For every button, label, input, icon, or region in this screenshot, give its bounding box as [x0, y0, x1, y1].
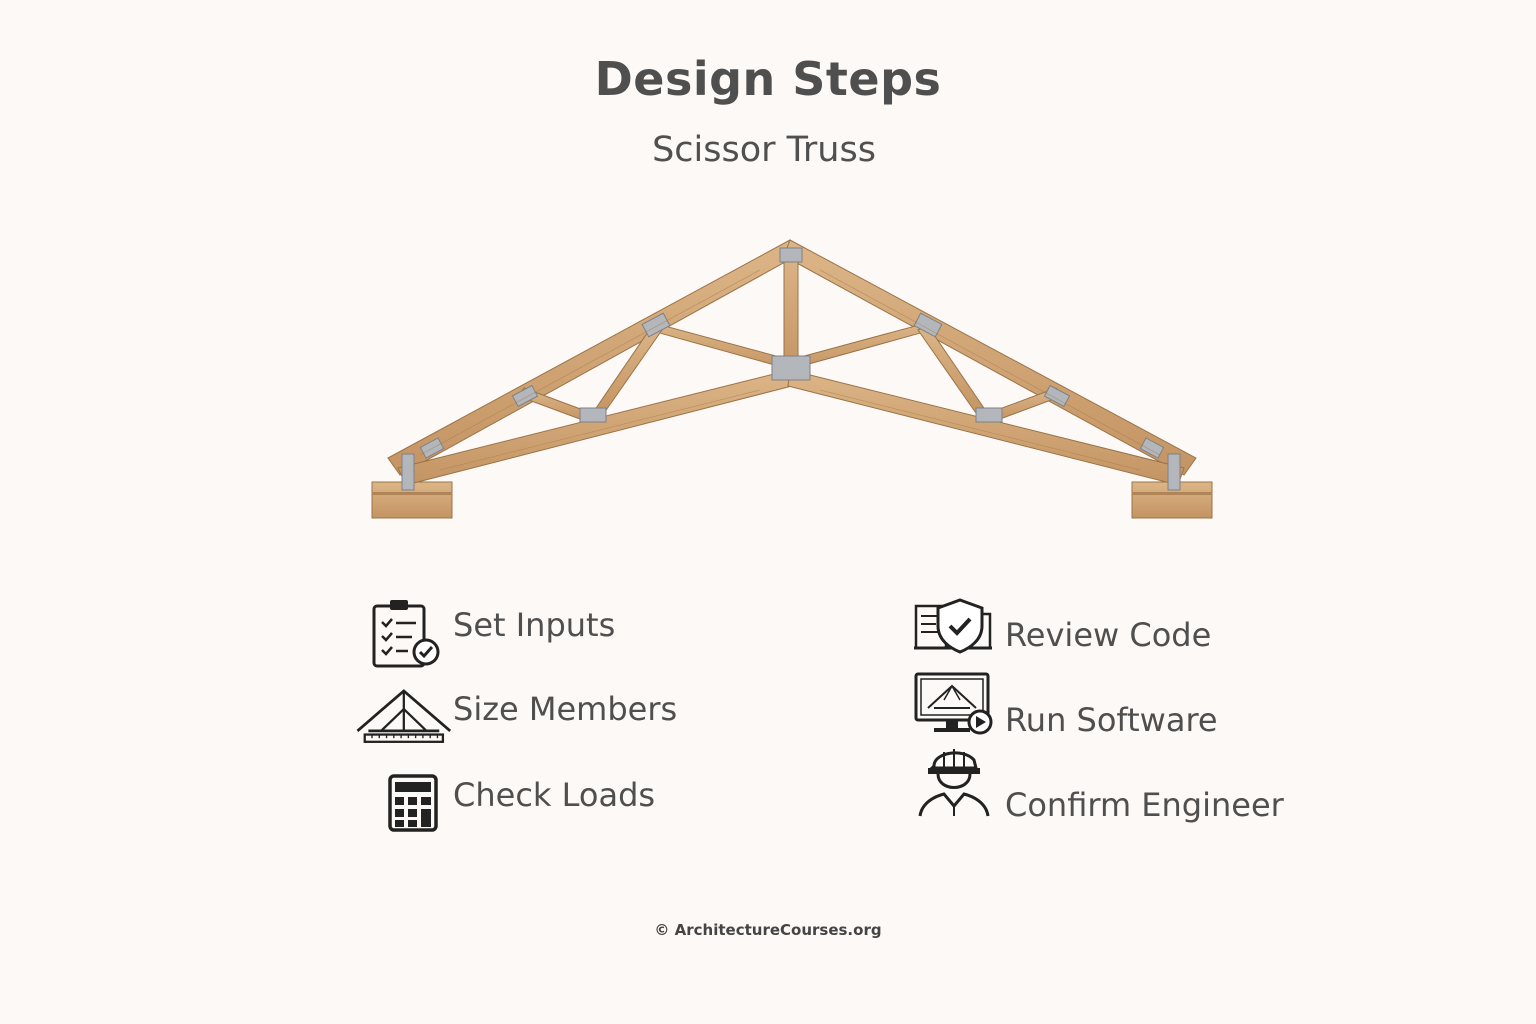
clipboard-checklist-icon — [372, 600, 440, 668]
left-top-chord — [387, 239, 797, 476]
document-shield-check-icon — [914, 598, 992, 654]
step-label: Run Software — [1005, 701, 1218, 739]
page-title: Design Steps — [594, 52, 942, 106]
page-subtitle: Scissor Truss — [652, 130, 876, 170]
step-label: Review Code — [1005, 616, 1212, 654]
gusset-plates — [401, 247, 1181, 491]
right-top-chord — [783, 239, 1197, 476]
calculator-icon — [388, 774, 438, 832]
copyright-credit: © ArchitectureCourses.org — [654, 921, 882, 939]
step-label: Check Loads — [453, 776, 656, 814]
scissor-truss-illustration — [371, 239, 1213, 519]
step-label: Confirm Engineer — [1005, 786, 1284, 824]
step-label: Size Members — [453, 690, 678, 728]
truss-ruler-icon — [356, 689, 452, 743]
monitor-truss-software-icon — [914, 672, 993, 735]
step-label: Set Inputs — [453, 606, 616, 644]
engineer-hardhat-icon — [918, 749, 990, 817]
